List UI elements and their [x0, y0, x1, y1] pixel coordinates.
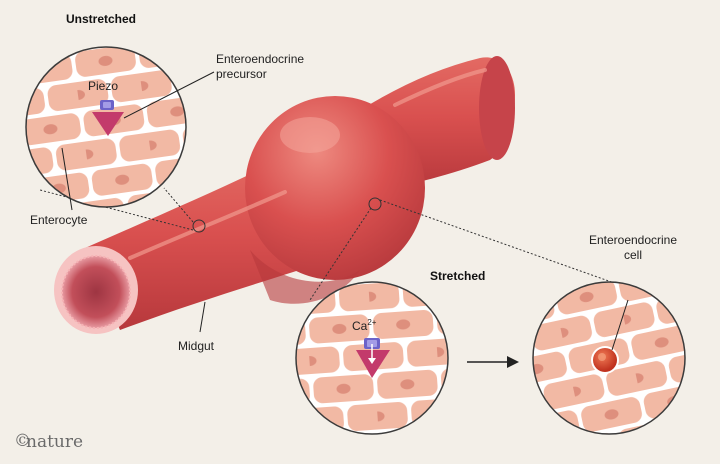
- label-precursor-line2: precursor: [216, 67, 267, 81]
- brand-text: nature: [26, 432, 83, 452]
- label-calcium: Ca2+: [352, 318, 377, 333]
- label-midgut: Midgut: [178, 339, 215, 353]
- gut-bulge: [245, 96, 425, 280]
- midgut-tube: [54, 56, 515, 334]
- piezo-channel-icon: [100, 100, 114, 110]
- sample-site-unstretched: [192, 219, 206, 233]
- bulge-highlight: [280, 117, 340, 153]
- inset-border: [532, 281, 686, 435]
- zoom-guide-lines: [39, 187, 621, 301]
- label-ee-cell-line2: cell: [624, 248, 642, 262]
- inset-border: [25, 46, 187, 208]
- inset-unstretched: [25, 46, 187, 208]
- label-ee-cell-line1: Enteroendocrine: [589, 233, 677, 247]
- sample-site-stretched: [368, 197, 382, 211]
- inset-stretched: [295, 281, 449, 435]
- inset-border: [295, 281, 449, 435]
- label-enterocyte: Enterocyte: [30, 213, 88, 227]
- piezo-channel-icon: [364, 338, 380, 349]
- down-arrow-icon: [368, 344, 376, 364]
- gut-lumen: [62, 256, 130, 328]
- gut-end-cap: [479, 56, 515, 160]
- enteroendocrine-precursor-cell: [92, 112, 124, 136]
- label-calcium-charge: 2+: [367, 318, 376, 327]
- label-unstretched: Unstretched: [66, 12, 136, 26]
- label-stretched: Stretched: [430, 269, 485, 283]
- inset-differentiated: [532, 281, 686, 435]
- label-piezo: Piezo: [88, 79, 118, 93]
- nature-logo: © nature: [14, 431, 83, 452]
- label-precursor-line1: Enteroendocrine: [216, 52, 304, 66]
- stretched-precursor-cell: [356, 350, 390, 378]
- label-leaders: [61, 71, 629, 351]
- copyright-icon: ©: [14, 431, 31, 451]
- enteroendocrine-cell: [593, 348, 617, 372]
